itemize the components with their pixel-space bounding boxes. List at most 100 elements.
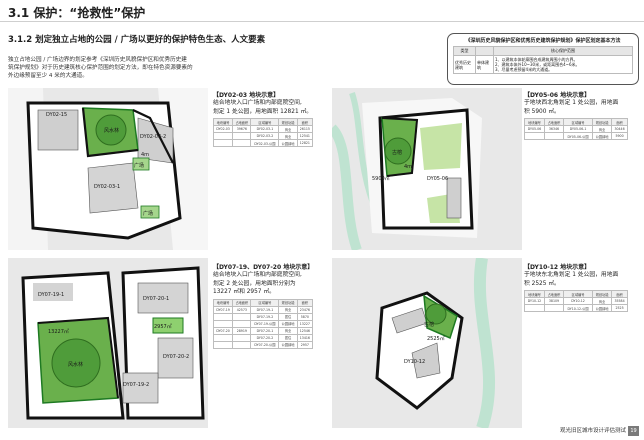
card-dy07-19-20: 【DY07-19、DY07-20 地块示意】 结合地块入口广场和内部庭院空间, …: [212, 262, 323, 349]
table-cell: DY10-12: [562, 297, 594, 305]
std-rule: 1、以建筑本体轮廓围合成建筑周围小的方界。: [495, 57, 578, 62]
page-number: 19: [628, 426, 639, 436]
table-cell: 商业: [278, 326, 298, 335]
table-cell: 38109: [543, 297, 565, 305]
table-cell: [232, 319, 252, 328]
table-cell: DY07-20-2: [250, 333, 280, 342]
map4-ring-label: 古榕: [424, 321, 434, 328]
table-cell: 区域编号: [250, 298, 280, 307]
std-header-type: 类型: [453, 46, 476, 56]
standard-table-title: 《深圳历史风貌保护区和优秀历史建筑保护规划》保护区划定基本方法: [465, 38, 621, 44]
map2-area-label: 5900㎡: [372, 175, 390, 182]
table-cell: 39676: [232, 125, 252, 133]
table-cell: 地块编号: [212, 118, 234, 126]
table-cell: 商业: [278, 132, 298, 140]
map2-plot-label: DY05-06: [427, 176, 448, 182]
card-line: 积 2525 ㎡。: [524, 280, 560, 287]
map3-area-label-2: 2957㎡: [154, 323, 172, 330]
map1-plot-label-3: DY02-03-1: [94, 184, 120, 190]
table-cell: DY02-03-1: [250, 125, 280, 133]
table-cell: DY07-19-公园: [250, 319, 280, 328]
table-cell: 居住: [278, 333, 298, 342]
table-cell: 规划功能: [278, 298, 298, 307]
table-cell: [232, 132, 252, 140]
table-cell: 商业: [592, 297, 613, 305]
table-cell: DY05-06-1: [562, 125, 594, 133]
table-cell: [212, 139, 234, 147]
map1-square-label-2: 广场: [143, 210, 153, 217]
intro-line: 独立占地公园 / 广场边界的划定参考《深圳历史风貌保护区和优秀历史建: [8, 57, 187, 63]
table-cell: 28919: [232, 326, 252, 335]
table-cell: DY07-20-1: [250, 326, 280, 335]
map1-plot-label-2: DY02-03-2: [140, 134, 166, 140]
card-line: 积 5900 ㎡。: [524, 108, 560, 115]
map2-ring-label: 古榕: [392, 149, 402, 156]
table-cell: [232, 139, 252, 147]
card-dy10-12: 【DY10-12 地块示意】 于地块东北角划定 1 处公园，用地面 积 2525…: [524, 262, 636, 312]
table-cell: 占地面积: [232, 118, 252, 126]
table-cell: 23476: [296, 305, 314, 314]
std-header-blank: [475, 46, 494, 56]
table-cell: 5900: [611, 132, 628, 140]
table-cell: 面积: [296, 118, 314, 126]
table-cell: [212, 132, 234, 140]
table-cell: 规划功能: [592, 118, 613, 126]
std-header-core: 核心保护范围: [493, 46, 633, 56]
table-cell: DY05-06-公园: [562, 132, 594, 140]
table-cell: 面积: [611, 118, 628, 126]
table-cell: 公园绿地: [592, 132, 613, 140]
title-divider: [0, 21, 644, 22]
intro-line: 筑保护规划》对于历史建筑核心保护范围的划定方法，即在特色资源要素的: [8, 65, 193, 71]
table-cell: 居住: [278, 312, 298, 321]
map-dy07-19-20: 风水林 DY07-19-1 DY07-20-1 DY07-20-2 DY07-1…: [8, 258, 208, 428]
table-cell: [524, 132, 545, 140]
table-cell: 商业: [278, 125, 298, 133]
table-cell: DY02-03: [212, 125, 234, 133]
table-cell: DY07-19-1: [250, 305, 280, 314]
map4-plot-label: DY10-12: [404, 359, 425, 365]
std-rule: 2、建筑本体外10~30米，或距离围合4~6米。: [495, 62, 580, 67]
card-line: 于地块西北角划定 1 处公园，用地面: [524, 100, 619, 106]
table-cell: 5870: [296, 312, 314, 321]
table-cell: DY07-19: [212, 305, 234, 314]
std-rule: 3、尽量考虑预留4米的大通道。: [495, 67, 553, 72]
map3-area-label-1: 13227㎡: [48, 328, 69, 335]
map3-plot-label-2: DY07-20-1: [143, 296, 169, 302]
table-cell: [212, 333, 234, 342]
table-cell: [524, 304, 545, 312]
table-cell: [212, 312, 234, 321]
table-cell: 规划功能: [278, 118, 298, 126]
map-dy05-06: 古榕 DY05-06 5900㎡ 4m: [332, 88, 522, 250]
table-cell: 公园绿地: [278, 340, 298, 349]
table-cell: 区域编号: [562, 118, 594, 126]
map-dy10-12: 古榕 DY10-12 2525㎡: [332, 258, 522, 428]
table-cell: 2957: [296, 340, 314, 349]
table-cell: 13416: [296, 333, 314, 342]
map3-plot-label-1: DY07-19-1: [38, 292, 64, 298]
card-title: 【DY10-12 地块示意】: [524, 264, 591, 271]
table-cell: 36346: [543, 125, 565, 133]
intro-paragraph: 独立占地公园 / 广场边界的划定参考《深圳历史风貌保护区和优秀历史建 筑保护规划…: [8, 56, 213, 80]
table-cell: DY10-12-公园: [562, 304, 594, 312]
table-cell: 12546: [296, 326, 314, 335]
table-cell: 公园绿地: [592, 304, 613, 312]
table-cell: [232, 312, 252, 321]
map-dy02-03: 风水林 广场 广场 DY02-15 DY02-03-2 DY02-03-1 4m: [8, 88, 208, 250]
table-cell: 商业: [278, 305, 298, 314]
table-cell: 地块编号: [524, 118, 545, 126]
table-cell: 2525: [611, 304, 628, 312]
card-title: 【DY05-06 地块示意】: [524, 92, 591, 99]
table-cell: 面积: [296, 298, 314, 307]
table-cell: DY02-03-2: [250, 132, 280, 140]
table-cell: 12541: [296, 132, 314, 140]
card-dy02-03: 【DY02-03 地块示意】 结合地块入口广场和内部庭院空间, 划定 1 处公园…: [212, 90, 321, 147]
